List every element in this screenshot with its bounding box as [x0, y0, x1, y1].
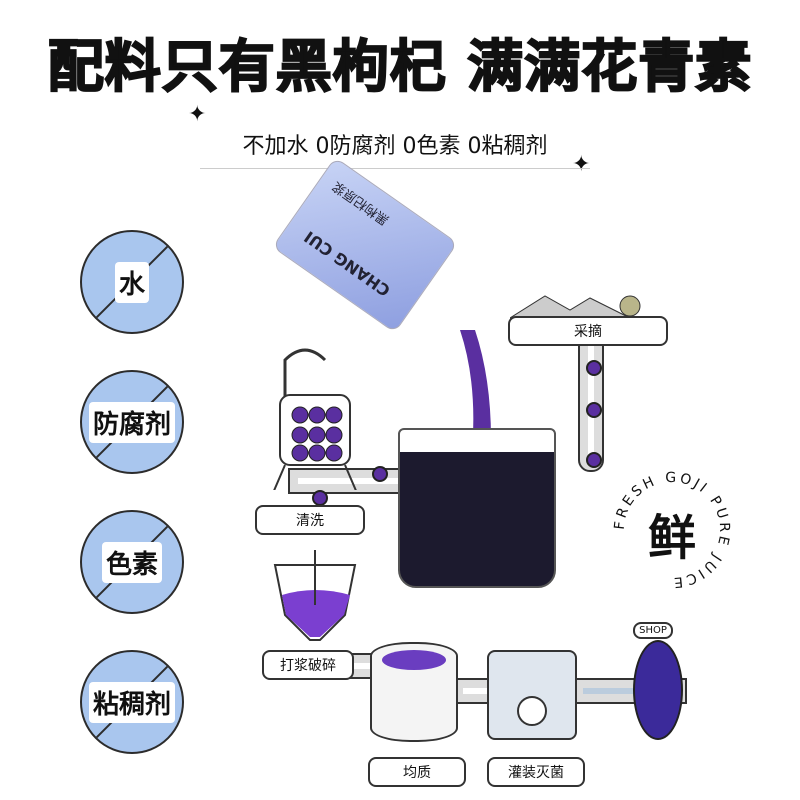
step-crush-label: 打浆破碎 [262, 650, 354, 680]
sparkle-icon: ✦ [188, 102, 207, 127]
berry [586, 402, 602, 418]
badge-label: 防腐剂 [88, 401, 175, 443]
berry [372, 466, 388, 482]
badge-ring: FRESH GOJI PURE JUICE [612, 470, 729, 590]
sparkle-icon: ✦ [572, 152, 591, 177]
berry [312, 490, 328, 506]
shop-sign: SHOP [633, 622, 673, 639]
shop-illustration [633, 640, 683, 740]
pouch-brand: CHANG CUI [300, 227, 394, 301]
juice-pouch: 黑枸杞原浆 CHANG CUI [272, 156, 458, 334]
homogenizer-illustration [370, 642, 458, 742]
pipe [578, 328, 604, 472]
no-water-badge: 水 [80, 230, 184, 334]
step-fill-label: 灌装灭菌 [487, 757, 585, 787]
step-wash-label: 清洗 [255, 505, 365, 535]
fresh-goji-badge: FRESH GOJI PURE JUICE 鲜 [612, 470, 732, 590]
pouch-product-name: 黑枸杞原浆 [330, 177, 393, 228]
berry [586, 452, 602, 468]
headline: 配料只有黑枸杞 满满花青素 [47, 34, 753, 101]
washer-illustration [273, 348, 357, 490]
subtitle: 不加水 0防腐剂 0色素 0粘稠剂 [200, 128, 590, 169]
no-colorant-badge: 色素 [80, 510, 184, 614]
no-preservative-badge: 防腐剂 [80, 370, 184, 474]
step-homogenize-label: 均质 [368, 757, 466, 787]
berry [586, 360, 602, 376]
badge-label: 水 [114, 261, 149, 303]
filler-illustration [487, 650, 577, 740]
juice-glass [398, 428, 556, 588]
badge-label: 色素 [101, 541, 162, 583]
badge-center-char: 鲜 [647, 510, 696, 566]
no-thickener-badge: 粘稠剂 [80, 650, 184, 754]
crusher-illustration [273, 550, 357, 641]
badge-label: 粘稠剂 [88, 681, 175, 723]
step-pick-label: 采摘 [508, 316, 668, 346]
